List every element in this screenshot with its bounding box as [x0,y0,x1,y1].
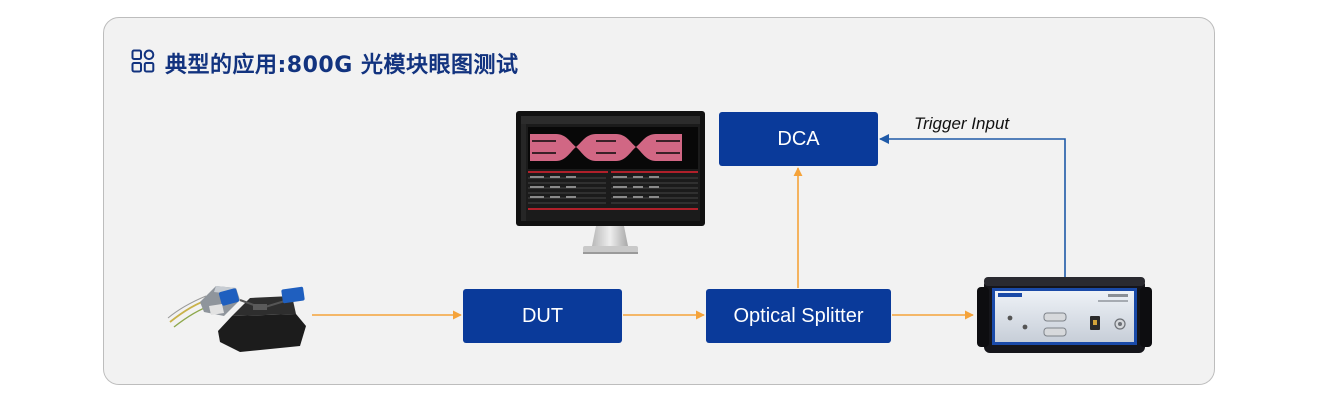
grid-icon [131,49,155,78]
page-title: 典型的应用:800G 光模块眼图测试 [131,48,518,78]
transceiver-fixture-icon [167,286,306,352]
trigger-arrow [879,134,1066,279]
clock-recovery-instrument-icon [977,277,1152,353]
dut-box: DUT [463,289,622,343]
optical-splitter-label: Optical Splitter [733,304,864,327]
dca-box: DCA [719,112,878,166]
monitor-icon [516,111,705,254]
title-text: 典型的应用:800G 光模块眼图测试 [165,53,519,78]
trigger-input-label: Trigger Input [914,114,1010,133]
optical-splitter-box: Optical Splitter [706,289,891,343]
dut-label: DUT [521,304,564,327]
dca-label: DCA [777,127,820,150]
eye-diagram-waveform [530,134,682,161]
